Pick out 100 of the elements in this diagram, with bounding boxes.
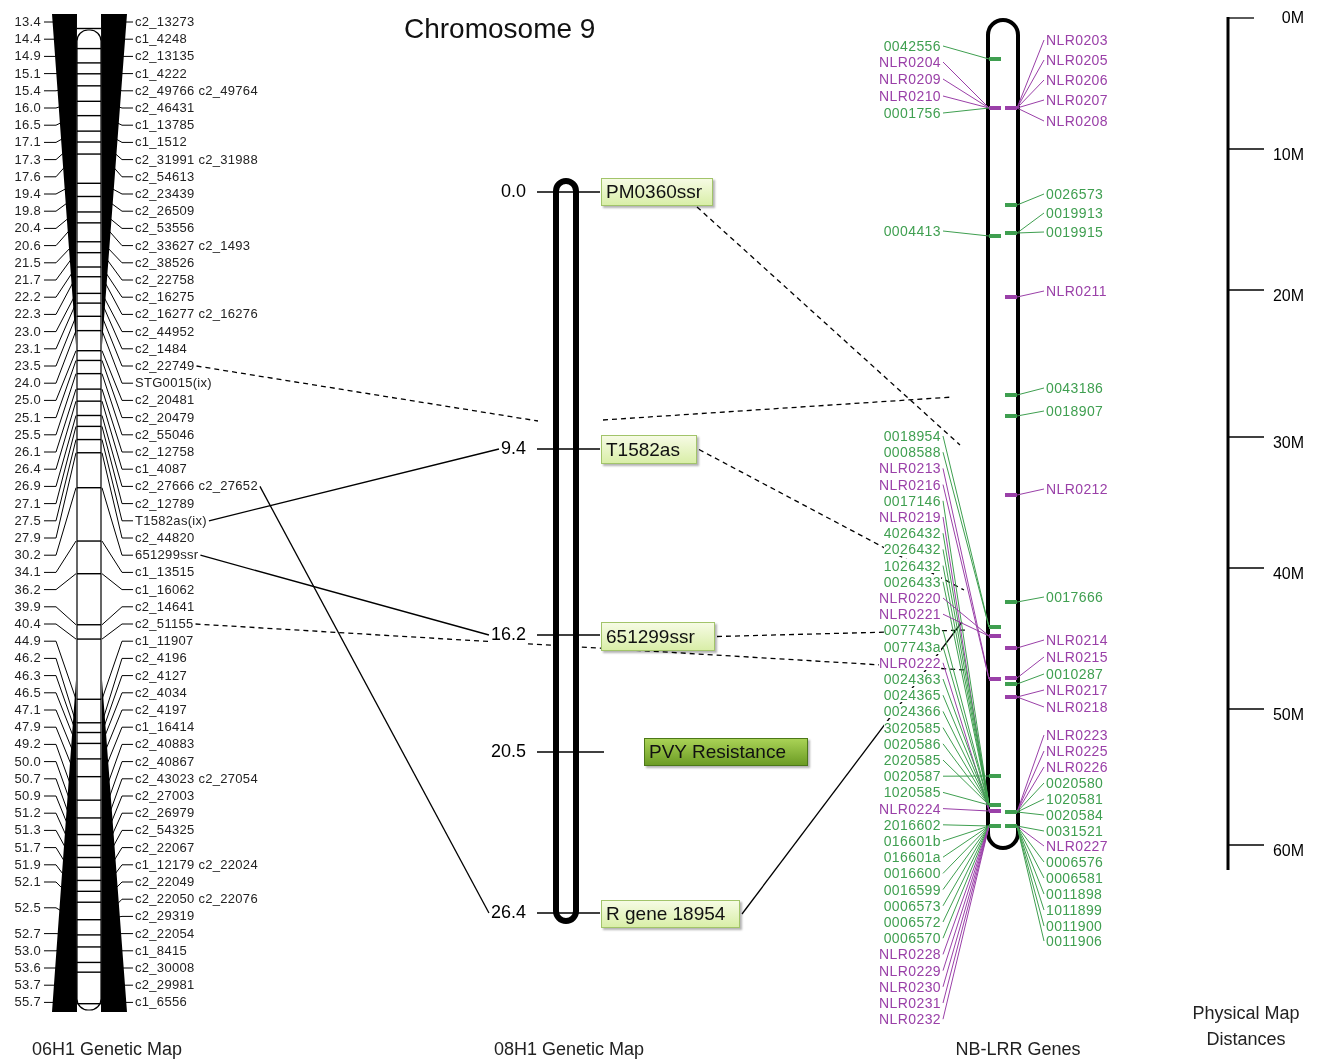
gene-label: 0006573 (883, 898, 941, 913)
gene-label: 0017666 (1046, 590, 1104, 604)
leader-line (942, 613, 990, 637)
gene-label: NLR0215 (1046, 650, 1108, 664)
position-label: 46.5 (14, 685, 41, 700)
gene-tick (989, 106, 1001, 110)
gene-label: NLR0210 (879, 89, 941, 103)
marker-label: c1_4087 (135, 462, 187, 477)
position-label: 16.2 (490, 625, 526, 645)
position-label: 26.1 (14, 444, 41, 460)
gene-label: NLR0222 (879, 655, 941, 670)
gene-label: NLR0217 (1046, 683, 1108, 697)
marker-box: PM0360ssr (601, 178, 713, 206)
leader-line (1016, 39, 1045, 109)
position-label: 17.6 (14, 169, 41, 184)
gene-tick (989, 634, 1001, 638)
gene-label: 0024365 (883, 688, 941, 703)
leader-line (1016, 410, 1045, 417)
gene-label: 0020580 (1046, 776, 1104, 790)
marker-label: c2_27666 c2_27652 (135, 479, 258, 494)
marker-label: c2_51155 (135, 616, 194, 632)
gene-label: 0006576 (1046, 855, 1104, 869)
leader-line (942, 230, 990, 237)
gene-label: NLR0204 (879, 55, 941, 69)
gene-label: 1020585 (883, 785, 941, 800)
marker-label: 651299ssr (135, 548, 199, 563)
gene-label: NLR0230 (879, 979, 941, 994)
scale-label: 10M (1272, 146, 1304, 164)
gene-label: 0024366 (883, 704, 941, 719)
marker-label: c2_12789 (135, 496, 195, 511)
gene-label: 0004413 (883, 224, 941, 238)
gene-label: NLR0221 (879, 607, 941, 622)
gene-tick (1005, 493, 1017, 497)
leader-line (942, 775, 990, 777)
position-label: 27.1 (14, 496, 41, 511)
gene-label: NLR0208 (1046, 114, 1108, 128)
position-label: 23.0 (14, 324, 41, 339)
position-label: 23.1 (14, 341, 41, 356)
leader-line (942, 759, 990, 806)
title: Chromosome 9 (404, 14, 596, 45)
position-label: 19.8 (14, 204, 41, 219)
gene-label: 0006581 (1046, 871, 1104, 885)
position-label: 51.7 (14, 840, 41, 855)
marker-label: c2_12758 (135, 444, 195, 460)
gene-label: NLR0207 (1046, 93, 1108, 107)
position-label: 36.2 (14, 582, 41, 597)
marker-label: c2_14641 (135, 599, 195, 614)
leader-line (1016, 488, 1045, 496)
gene-label: 1020581 (1046, 792, 1104, 806)
marker-label: c2_1484 (135, 341, 187, 356)
leader-line (1016, 782, 1045, 813)
position-label: 17.1 (14, 135, 41, 150)
gene-label: NLR0220 (879, 591, 941, 605)
gene-label: NLR0213 (879, 461, 941, 476)
leader-line (1016, 596, 1045, 603)
gene-label: 1026432 (883, 558, 941, 573)
leader-line (1016, 387, 1045, 396)
gene-label: 0020586 (883, 736, 941, 751)
marker-label: c2_20479 (135, 410, 195, 425)
position-label: 25.1 (14, 410, 41, 425)
gene-label: NLR0212 (1046, 482, 1108, 496)
gene-label: 0008588 (883, 445, 941, 460)
gene-tick (1005, 203, 1017, 207)
marker-box: T1582as (601, 435, 697, 464)
leader-line (942, 791, 990, 806)
gene-tick (1005, 106, 1017, 110)
marker-label: c2_22749 (135, 358, 195, 374)
marker-label: c2_33627 c2_1493 (135, 238, 251, 253)
marker-label: c1_11907 (135, 634, 194, 649)
marker-label: c1_6556 (135, 995, 187, 1010)
gene-label: NLR0211 (1046, 284, 1107, 298)
marker-label: c1_13515 (135, 565, 195, 580)
position-label: 15.1 (14, 66, 41, 81)
scale-label: 40M (1272, 565, 1304, 583)
gene-label: 0043186 (1046, 381, 1104, 395)
leader-line (1016, 193, 1045, 206)
gene-label: 0016600 (883, 866, 941, 881)
marker-label: c1_12179 c2_22024 (135, 857, 258, 872)
position-label: 14.4 (14, 32, 41, 47)
position-label: 22.3 (14, 307, 41, 322)
marker-label: c2_49766 c2_49764 (135, 83, 258, 98)
gene-label: NLR0226 (1046, 760, 1108, 774)
marker-label: c2_4034 (135, 685, 187, 700)
position-label: 50.9 (14, 788, 41, 804)
marker-label: c2_4127 (135, 668, 187, 683)
gene-tick (1005, 646, 1017, 650)
marker-label: c2_54613 (135, 169, 195, 184)
position-label: 44.9 (14, 634, 41, 649)
marker-box: 651299ssr (601, 622, 715, 651)
marker-label: c2_29981 (135, 978, 195, 993)
leader-line (1016, 811, 1045, 816)
gene-tick (989, 824, 1001, 828)
marker-label: c2_26509 (135, 204, 195, 219)
position-label: 49.2 (14, 737, 41, 752)
gene-tick (989, 57, 1001, 61)
position-label: 15.4 (14, 83, 41, 98)
marker-label: STG0015(ix) (135, 376, 212, 391)
position-label: 27.9 (14, 530, 41, 546)
marker-label: c2_16275 (135, 290, 195, 305)
position-label: 13.4 (14, 14, 41, 30)
